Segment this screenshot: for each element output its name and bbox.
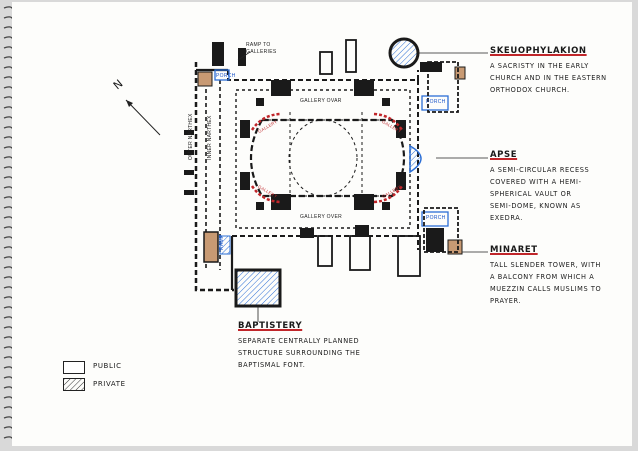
ramp-side-label: RAMP [219, 234, 225, 250]
porch-label-se: PORCH [426, 215, 446, 221]
gallery-over-top-label: GALLERY OVAR [300, 98, 342, 104]
gallery-over-bottom-label: GALLERY OVER [300, 214, 343, 220]
skeuophylakion-line: A SACRISTY IN THE EARLY [490, 62, 589, 70]
private-areas [197, 66, 466, 263]
minaret-title: MINARET [490, 245, 538, 255]
porch-label-ne: PORCH [426, 99, 446, 105]
skeuophylakion-description: A SACRISTY IN THE EARLY CHURCH AND IN TH… [490, 60, 638, 96]
baptistery-title: BAPTISTERY [238, 321, 303, 331]
spiral-binding [3, 6, 14, 441]
minaret-line: MUEZZIN CALLS MUSLIMS TO [490, 285, 602, 293]
porches [214, 69, 449, 227]
porch-label-west: PORCH [216, 73, 236, 79]
building-outline [194, 62, 420, 292]
apse-description: A SEMI-CIRCULAR RECESS COVERED WITH A HE… [490, 164, 638, 224]
minaret-description: TALL SLENDER TOWER, WITH A BALCONY FROM … [490, 259, 638, 307]
minaret-line: TALL SLENDER TOWER, WITH [490, 261, 601, 269]
legend-public-label: PUBLIC [93, 362, 122, 370]
skeuophylakion-line: ORTHODOX CHURCH. [490, 86, 570, 94]
apse-line: EXEDRA. [490, 214, 523, 222]
baptistery-line: SEPARATE CENTRALLY PLANNED [238, 337, 360, 345]
minaret-line: A BALCONY FROM WHICH A [490, 273, 595, 281]
baptistery-line: BAPTISMAL FONT. [238, 361, 306, 369]
ramp-label: RAMP TO GALLERIES [246, 42, 277, 55]
skeuophylakion-rotunda [388, 37, 488, 69]
ramp-leader [237, 51, 251, 61]
apse-line: A SEMI-CIRCULAR RECESS [490, 166, 590, 174]
sketch-page [12, 2, 632, 446]
baptistery-building [234, 268, 282, 322]
baptistery-description: SEPARATE CENTRALLY PLANNED STRUCTURE SUR… [238, 335, 408, 371]
nave-oval [249, 112, 406, 205]
legend-private-label: PRIVATE [93, 380, 126, 388]
baptistery-line: STRUCTURE SURROUNDING THE [238, 349, 361, 357]
exedra-arcs [250, 112, 404, 204]
skeuophylakion-title: SKEUOPHYLAKION [490, 46, 587, 56]
apse-line: SEMI-DOME, KNOWN AS [490, 202, 581, 210]
legend-private-swatch [63, 378, 85, 391]
apse-line: COVERED WITH A HEMI- [490, 178, 582, 186]
outer-narthex-label: OUTER NARTHEX [188, 113, 194, 160]
inner-narthex-label: INNER NARTHEX [207, 115, 213, 160]
east-annex [317, 39, 459, 277]
apse-line: SPHERICAL VAULT OR [490, 190, 572, 198]
north-arrow-icon [125, 99, 161, 136]
minaret-line: PRAYER. [490, 297, 522, 305]
apse [409, 144, 488, 174]
apse-title: APSE [490, 150, 518, 160]
skeuophylakion-line: CHURCH AND IN THE EASTERN [490, 74, 607, 82]
legend-public-swatch [63, 361, 85, 374]
